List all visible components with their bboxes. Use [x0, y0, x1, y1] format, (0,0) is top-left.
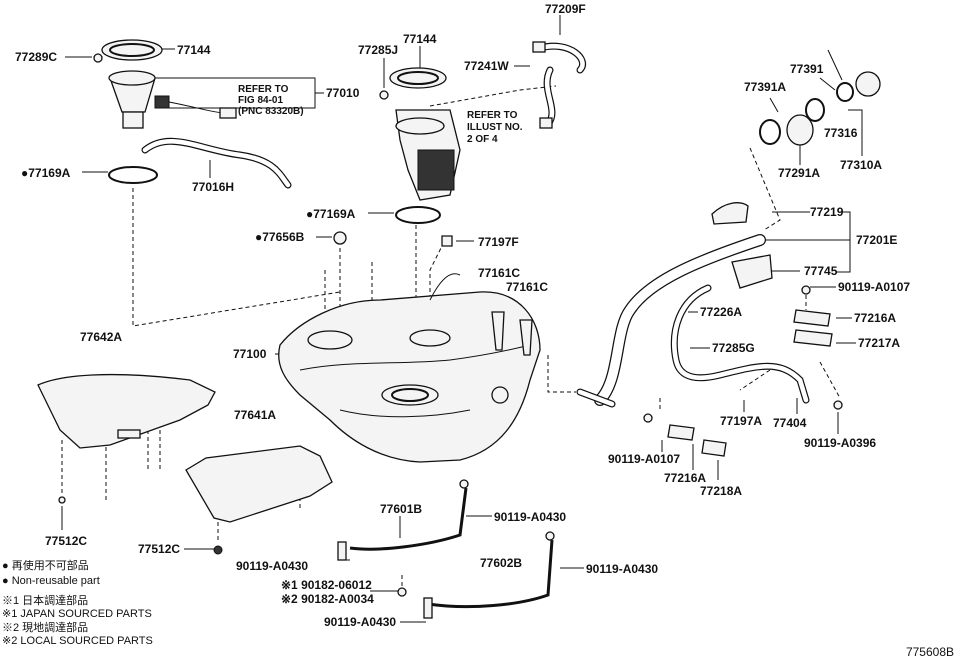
label-77391A: 77391A — [744, 80, 787, 94]
diagram-id: 775608B — [905, 645, 954, 659]
label-77217A: 77217A — [858, 336, 901, 350]
label-77010: 77010 — [326, 86, 360, 100]
hose-77016H — [141, 137, 292, 189]
label-77216A-a: 77216A — [854, 311, 897, 325]
label-77161C-a: 77161C — [478, 266, 521, 280]
label-90119-A0107-b: 90119-A0107 — [608, 452, 681, 466]
label-77197A: 77197A — [720, 414, 763, 428]
label-77209F: 77209F — [545, 2, 586, 16]
bolt-90119A0107-top — [801, 285, 811, 295]
label-77601B: 77601B — [380, 502, 423, 516]
label-77289C: 77289C — [15, 50, 58, 64]
label-77745: 77745 — [804, 264, 838, 278]
clip-77512C-left — [58, 496, 66, 504]
label-refer-fig: REFER TO FIG 84-01 (PNC 83320B) — [238, 84, 304, 117]
label-90119-A0107-a: 90119-A0107 — [838, 280, 911, 294]
fuel-pump-module — [379, 67, 461, 201]
label-77201E: 77201E — [856, 233, 898, 247]
bolt-90119A0396 — [833, 400, 843, 410]
label-77316: 77316 — [824, 126, 858, 140]
label-77642A: 77642A — [80, 330, 123, 344]
legend-en-nonreusable: Non-reusable part — [2, 575, 100, 588]
bracket-77218A — [701, 439, 727, 457]
label-77404: 77404 — [773, 416, 807, 430]
protector-77745 — [731, 254, 773, 289]
label-77169A-b: ●77169A — [306, 207, 356, 221]
fuel-pump-bracket — [93, 39, 237, 129]
label-77512C-b: 77512C — [138, 542, 181, 556]
legend-en-local: ※2 LOCAL SOURCED PARTS — [2, 635, 153, 647]
label-77226A: 77226A — [700, 305, 743, 319]
label-77391: 77391 — [790, 62, 824, 76]
clip-77197F — [441, 235, 453, 247]
clamp-77216A-bottom — [667, 424, 695, 441]
label-77218A: 77218A — [700, 484, 743, 498]
protector-77219 — [711, 202, 749, 225]
bracket-77161C-b — [519, 319, 533, 356]
label-90119-A0396: 90119-A0396 — [804, 436, 877, 450]
plug-77656B — [333, 231, 347, 245]
band-77602B — [397, 531, 555, 619]
gasket-77169A-left — [108, 166, 158, 184]
label-77656B: ●77656B — [255, 230, 305, 244]
label-77241W: 77241W — [464, 59, 509, 73]
legend-jp-nonreusable: 再使用不可部品 — [2, 560, 89, 573]
label-77219: 77219 — [810, 205, 844, 219]
label-refer-illust: REFER TO ILLUST NO. 2 OF 4 — [467, 110, 523, 145]
label-77602B: 77602B — [480, 556, 523, 570]
label-77197F: 77197F — [478, 235, 519, 249]
label-77144-a: 77144 — [177, 43, 211, 57]
label-90119-A0430-a: 90119-A0430 — [494, 510, 567, 524]
gasket-77169A-center — [395, 206, 441, 224]
legend-en-japan: ※1 JAPAN SOURCED PARTS — [2, 608, 152, 620]
breather-hose-77226A — [670, 284, 810, 404]
label-77641A: 77641A — [234, 408, 277, 422]
label-90119-A0430-c: 90119-A0430 — [586, 562, 659, 576]
label-77144-b: 77144 — [403, 32, 437, 46]
label-90182-06012: ※1 90182-06012 — [281, 578, 372, 592]
label-77169A-a: ●77169A — [21, 166, 71, 180]
bracket-77161C-a — [491, 311, 505, 351]
bolt-90119A0107-bottom — [643, 413, 653, 423]
fuel-cap-group — [759, 49, 881, 146]
clamp-77217A — [793, 329, 833, 347]
clamp-77216A-top — [793, 309, 831, 327]
hose-77209F — [532, 41, 586, 129]
label-77285J: 77285J — [358, 43, 399, 57]
label-77310A: 77310A — [840, 158, 883, 172]
band-77601B — [337, 479, 469, 561]
protector-77641A — [185, 445, 333, 523]
legend-jp-japan: ※1 日本調達部品 — [2, 595, 89, 607]
label-77161C-b: 77161C — [506, 280, 549, 294]
label-77285G: 77285G — [712, 341, 755, 355]
label-77512C-a: 77512C — [45, 534, 88, 548]
label-90119-A0430-b: 90119-A0430 — [236, 559, 309, 573]
label-90182-A0034: ※2 90182-A0034 — [281, 592, 374, 606]
legend-jp-local: ※2 現地調達部品 — [2, 622, 89, 634]
label-77100: 77100 — [233, 347, 267, 361]
filler-pipe-77201E — [576, 234, 766, 408]
label-77016H: 77016H — [192, 180, 235, 194]
fuel-tank-77100 — [278, 273, 541, 463]
protector-77642A — [37, 373, 216, 449]
label-77291A: 77291A — [778, 166, 821, 180]
label-77216A-b: 77216A — [664, 471, 707, 485]
label-90119-A0430-d: 90119-A0430 — [324, 615, 397, 629]
clip-77512C-right — [213, 545, 223, 555]
